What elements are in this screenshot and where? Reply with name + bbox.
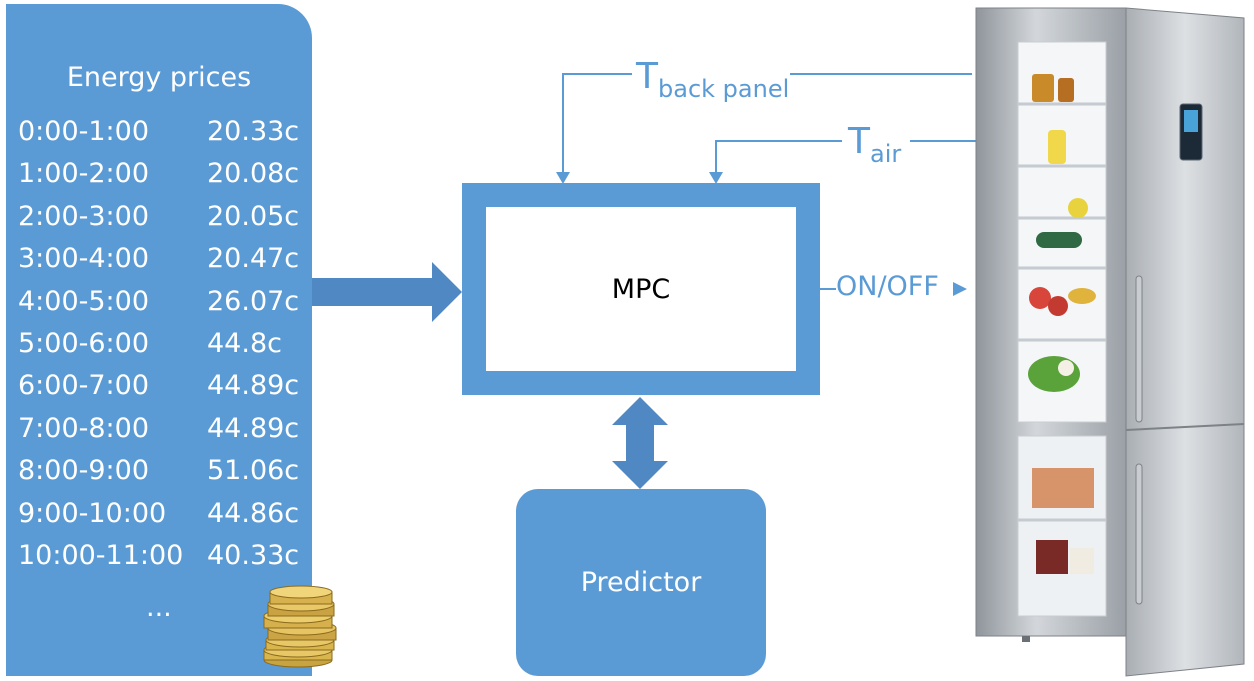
t-air-subscript: air xyxy=(870,140,902,168)
price-time: 5:00-6:00 xyxy=(18,328,150,359)
price-value: 20.08c xyxy=(207,158,300,190)
price-time: 6:00-7:00 xyxy=(18,370,150,402)
price-row: 5:00-6:00 44.8c xyxy=(18,328,308,368)
on-off-output-arrow xyxy=(820,282,967,296)
refrigerator-photo xyxy=(975,7,1245,677)
energy-prices-panel: Energy prices 0:00-1:00 20.33c 1:00-2:00 20… xyxy=(6,4,312,676)
t-air-symbol: T xyxy=(848,121,870,162)
t-back-panel-connector xyxy=(556,73,972,184)
price-row: 1:00-2:00 20.08c xyxy=(18,158,308,198)
price-row: 9:00-10:00 44.86c xyxy=(18,498,308,538)
price-row: 2:00-3:00 20.05c xyxy=(18,201,308,241)
price-value: 44.86c xyxy=(207,497,300,529)
price-value: 40.33c xyxy=(207,540,300,571)
price-value: 26.07c xyxy=(207,285,300,317)
predictor-block: Predictor xyxy=(516,489,766,676)
t-air-label: Tair xyxy=(848,121,901,168)
price-time: 8:00-9:00 xyxy=(18,455,150,487)
mpc-label: MPC xyxy=(611,273,671,305)
price-time: 1:00-2:00 xyxy=(18,158,150,190)
price-row: 8:00-9:00 51.06c xyxy=(18,455,308,495)
t-back-panel-symbol: T xyxy=(636,56,658,97)
predictor-label: Predictor xyxy=(580,567,702,598)
price-value: 20.47c xyxy=(207,243,300,275)
price-value: 44.89c xyxy=(207,370,300,402)
t-back-panel-label: Tback panel xyxy=(636,56,789,103)
on-off-label: ON/OFF xyxy=(836,271,939,302)
price-value: 20.33c xyxy=(207,116,300,147)
price-time: 2:00-3:00 xyxy=(18,200,150,232)
t-back-panel-subscript: back panel xyxy=(658,75,790,103)
price-row: 6:00-7:00 44.89c xyxy=(18,370,308,410)
price-time: 0:00-1:00 xyxy=(18,116,150,147)
price-time: 9:00-10:00 xyxy=(18,497,167,529)
price-list-ellipsis: ... xyxy=(146,592,172,623)
price-row: 10:00-11:00 40.33c xyxy=(18,540,308,580)
mpc-predictor-double-arrow xyxy=(612,397,668,489)
energy-prices-title: Energy prices xyxy=(66,62,252,93)
mpc-block: MPC xyxy=(462,183,820,395)
price-time: 4:00-5:00 xyxy=(18,285,150,317)
price-row: 3:00-4:00 20.47c xyxy=(18,243,308,283)
prices-to-mpc-arrow xyxy=(312,262,462,322)
price-value: 44.89c xyxy=(207,412,300,444)
coin-stack-icon xyxy=(263,585,337,668)
price-row: 4:00-5:00 26.07c xyxy=(18,286,308,326)
price-value: 51.06c xyxy=(207,455,300,487)
price-row: 0:00-1:00 20.33c xyxy=(18,116,308,156)
price-time: 3:00-4:00 xyxy=(18,243,150,275)
price-time: 7:00-8:00 xyxy=(18,412,150,444)
price-value: 44.8c xyxy=(207,328,282,359)
price-row: 7:00-8:00 44.89c xyxy=(18,413,308,453)
price-time: 10:00-11:00 xyxy=(18,540,184,571)
price-value: 20.05c xyxy=(207,200,300,232)
